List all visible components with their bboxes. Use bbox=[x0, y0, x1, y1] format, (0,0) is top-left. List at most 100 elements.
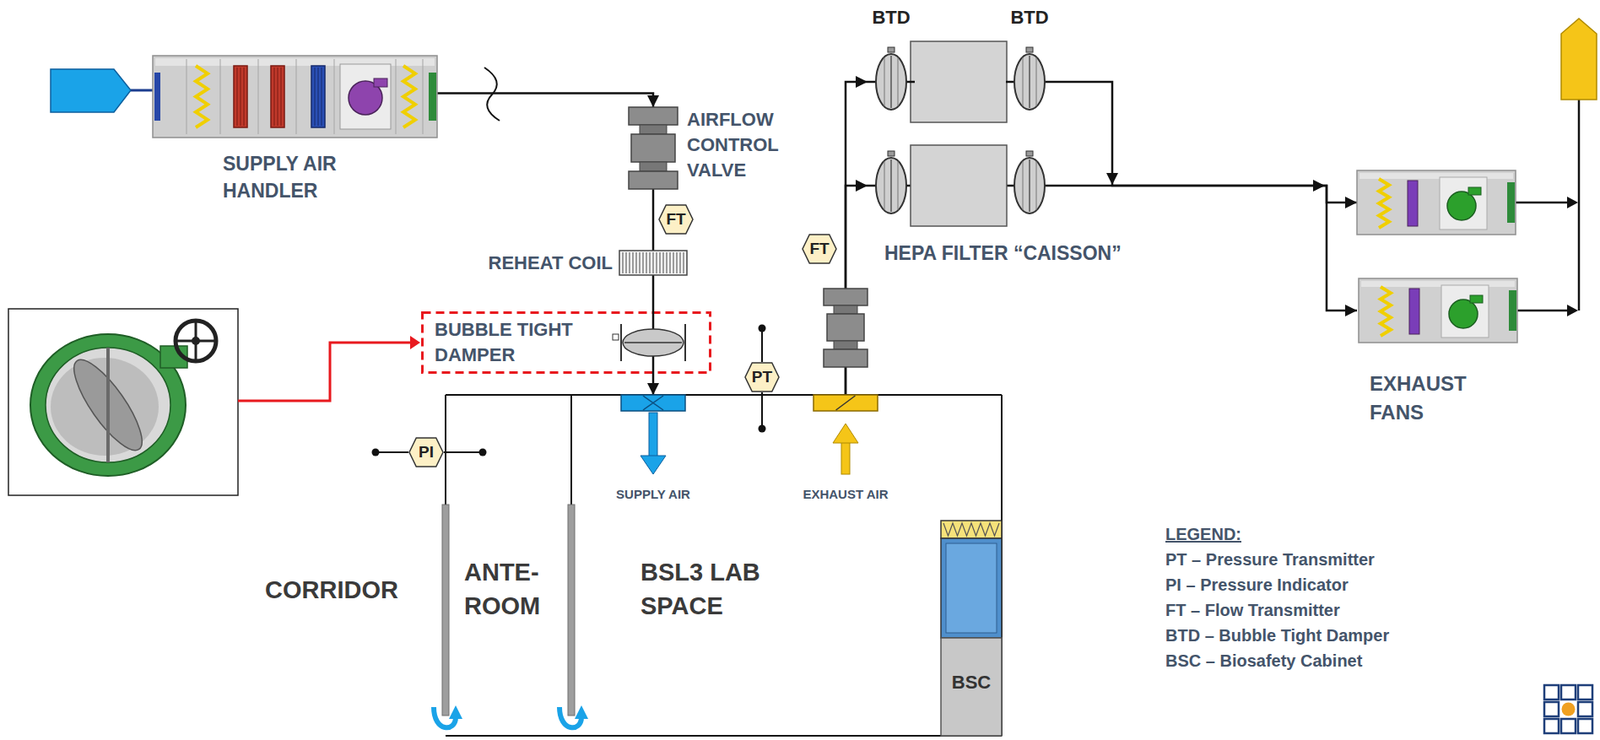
sensor-line bbox=[375, 451, 409, 454]
air-handler-unit: SUPPLY AIR HANDLER bbox=[152, 55, 438, 138]
coil-fin bbox=[636, 252, 638, 274]
coil-fin bbox=[243, 67, 245, 126]
handwheel bbox=[175, 320, 217, 362]
hepa-caisson: HEPA FILTER “CAISSON” bbox=[867, 145, 1054, 227]
duct-connector bbox=[652, 275, 655, 312]
node-label: BSC bbox=[951, 670, 991, 695]
coil-fin bbox=[639, 252, 641, 274]
legend-heading: LEGEND: bbox=[1165, 521, 1242, 547]
flow-transmitter: FT bbox=[658, 204, 694, 235]
coil-fin bbox=[237, 67, 238, 126]
coil-fin bbox=[653, 252, 655, 274]
grille-vane bbox=[836, 395, 856, 411]
section-divider bbox=[422, 59, 424, 135]
damper-blade bbox=[890, 159, 892, 212]
discharge-damper bbox=[1508, 290, 1517, 331]
sensor-tap bbox=[758, 425, 767, 433]
intake-damper bbox=[154, 72, 161, 121]
coil-fin bbox=[683, 252, 685, 274]
instrument-hexagon bbox=[409, 437, 444, 467]
photo-frame bbox=[8, 308, 238, 496]
coil-symbol bbox=[270, 65, 285, 128]
diffuser-cross bbox=[643, 395, 664, 411]
valve-neck bbox=[639, 162, 667, 172]
filter-symbol bbox=[403, 65, 416, 128]
fan-section bbox=[1439, 177, 1487, 230]
node-label: HEPA FILTER “CAISSON” bbox=[884, 241, 1122, 265]
node-label: EXHAUST FANS bbox=[1369, 369, 1497, 428]
node-label: BUBBLE TIGHT DAMPER bbox=[434, 317, 591, 368]
valve-flange bbox=[823, 349, 868, 368]
pressure-indicator: PI bbox=[408, 437, 444, 468]
damper-actuator bbox=[887, 151, 895, 157]
door bbox=[567, 504, 575, 716]
damper-bore bbox=[45, 347, 171, 463]
fan-casing bbox=[1358, 278, 1518, 343]
sensor-line bbox=[761, 328, 763, 363]
sensor-line bbox=[761, 392, 763, 429]
cabinet-base bbox=[940, 637, 1002, 736]
biosafety-cabinet: BSC bbox=[940, 520, 1002, 736]
supply-diffuser: SUPPLY AIR bbox=[621, 394, 686, 411]
legend-row: BTD – Bubble Tight Damper bbox=[1165, 622, 1390, 649]
diffuser-cross bbox=[643, 395, 664, 411]
pressure-transmitter: PT bbox=[744, 362, 780, 393]
node-label: REHEAT COIL bbox=[488, 250, 613, 276]
callout-arrowhead bbox=[410, 335, 421, 350]
coil-fin bbox=[281, 67, 282, 126]
coil-fin bbox=[666, 252, 668, 274]
coil-fin bbox=[673, 252, 675, 274]
node-shape bbox=[621, 394, 686, 411]
section-divider bbox=[258, 59, 260, 135]
logo bbox=[1544, 685, 1593, 734]
node-label: SUPPLY AIR bbox=[616, 486, 691, 503]
cabinet-filter bbox=[940, 520, 1002, 539]
logo-cell bbox=[1561, 718, 1576, 734]
damper-blade bbox=[890, 55, 892, 109]
filter-symbol bbox=[1380, 286, 1391, 336]
exhaust-grille: EXHAUST AIR bbox=[813, 394, 878, 411]
exhaust-air-arrow bbox=[841, 442, 850, 475]
node-label: PT bbox=[744, 362, 780, 393]
cabinet-window bbox=[945, 543, 997, 633]
coil-symbol bbox=[233, 65, 248, 128]
coil-fin bbox=[649, 252, 651, 274]
duct-arrowhead bbox=[1567, 196, 1579, 209]
sensor-tap bbox=[479, 448, 487, 457]
section-divider bbox=[296, 59, 298, 135]
node-label: ANTE- ROOM bbox=[464, 555, 557, 623]
exhaust-air-arrow bbox=[832, 423, 859, 444]
fan-section bbox=[340, 64, 391, 130]
fan-outlet bbox=[373, 78, 388, 87]
node-label: PI bbox=[408, 437, 444, 468]
break-symbol bbox=[484, 67, 500, 121]
damper-blade bbox=[1028, 55, 1031, 109]
bubble-tight-damper-symbol bbox=[875, 157, 907, 214]
node-shape bbox=[940, 520, 1002, 736]
damper-actuator bbox=[1026, 47, 1033, 53]
bubble-tight-damper-symbol bbox=[1014, 54, 1045, 110]
legend-row: PT – Pressure Transmitter bbox=[1165, 546, 1375, 573]
coil-fin bbox=[629, 252, 631, 274]
coil-fin bbox=[626, 252, 628, 274]
hepa-filter bbox=[910, 145, 1007, 227]
node-shape bbox=[813, 394, 878, 411]
coil-symbol bbox=[311, 65, 325, 128]
fan-outlet bbox=[1468, 187, 1482, 195]
node-label: EXHAUST AIR bbox=[802, 486, 888, 503]
valve-flange bbox=[823, 288, 868, 306]
valve-body bbox=[631, 134, 676, 163]
filter-symbol bbox=[195, 65, 208, 128]
damper-shaft bbox=[106, 347, 110, 463]
exhaust-airflow-valve bbox=[823, 288, 868, 368]
valve-neck bbox=[833, 340, 858, 350]
node-shape bbox=[152, 55, 438, 138]
diffuser-symbol bbox=[621, 394, 686, 411]
discharge-damper bbox=[1507, 182, 1515, 223]
airflow-arrowhead bbox=[574, 705, 589, 719]
legend-row: BSC – Biosafety Cabinet bbox=[1165, 648, 1363, 674]
damper-blade bbox=[624, 341, 682, 344]
coil-symbol bbox=[619, 250, 687, 276]
reheat-coil: REHEAT COIL bbox=[619, 250, 687, 276]
